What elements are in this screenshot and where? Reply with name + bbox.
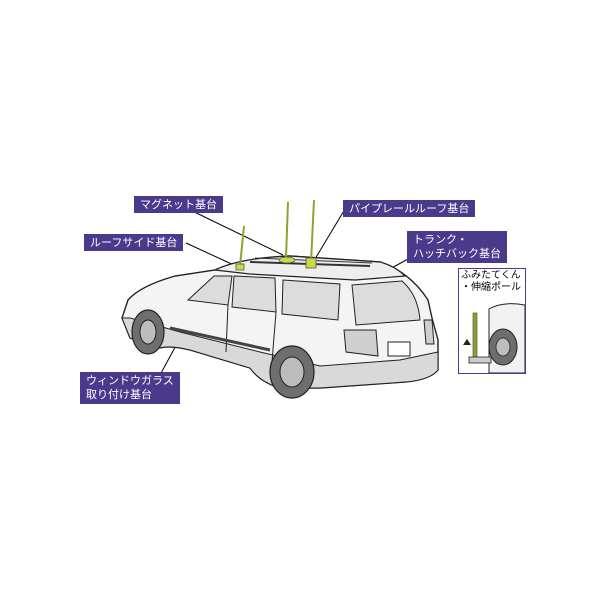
leader-magnet — [179, 204, 284, 256]
label-roof-side-base-text: ルーフサイド基台 — [90, 236, 178, 249]
antennas — [235, 199, 317, 271]
label-window-glass-base: ウィンドウガラス 取り付け基台 — [80, 372, 180, 404]
leader-roof-side — [185, 242, 237, 267]
label-pipe-rail-roof-base-text: パイプレールルーフ基台 — [349, 202, 470, 215]
label-trunk-hatch-base: トランク・ ハッチバック基台 — [407, 231, 507, 263]
label-magnet-base-text: マグネット基台 — [140, 198, 217, 211]
inset-fumitate: ふみたてくん ・伸縮ポール — [458, 268, 526, 374]
label-roof-side-base: ルーフサイド基台 — [84, 234, 184, 251]
leader-pipe-rail — [311, 208, 346, 265]
label-pipe-rail-roof-base: パイプレールルーフ基台 — [343, 200, 476, 217]
inset-caption: ふみたてくん ・伸縮ポール — [459, 269, 525, 295]
label-window-glass-line1: ウィンドウガラス — [86, 374, 174, 387]
fumitate-line1: ふみたてくん — [461, 270, 521, 281]
label-trunk-hatch-line1: トランク・ — [413, 233, 468, 246]
car-body — [121, 255, 439, 399]
label-trunk-hatch-line2: ハッチバック基台 — [413, 247, 501, 260]
fumitate-line2: ・伸縮ポール — [461, 282, 521, 293]
label-magnet-base: マグネット基台 — [134, 196, 223, 213]
inset-illustration — [463, 303, 525, 373]
label-window-glass-line2: 取り付け基台 — [86, 388, 152, 401]
